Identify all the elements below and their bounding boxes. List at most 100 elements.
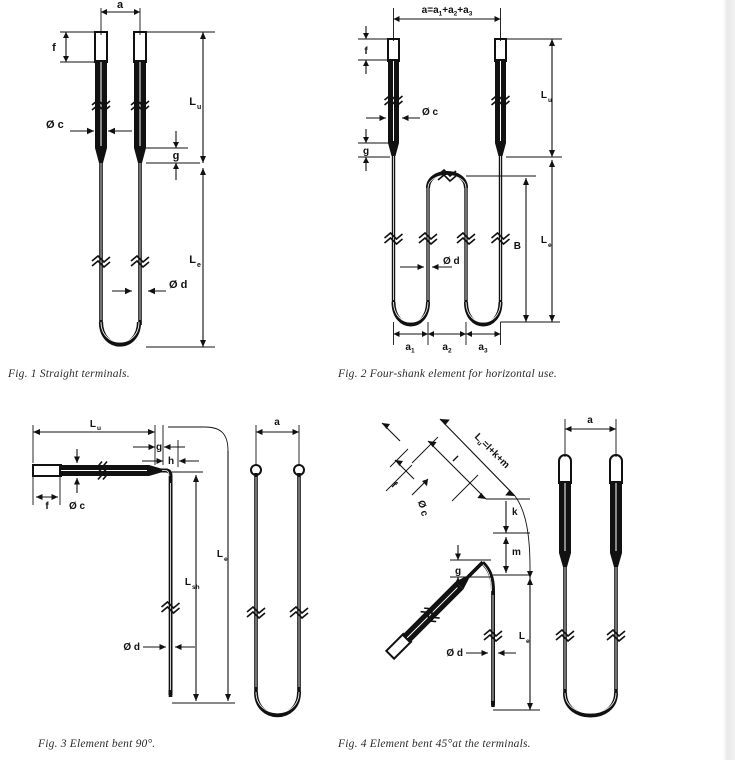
taper <box>95 148 107 163</box>
label-phi-c: Ø c <box>46 119 64 131</box>
label-h: h <box>168 456 174 467</box>
dimension-Le <box>200 168 206 347</box>
label-g: g <box>173 150 180 162</box>
label-Le-subscript: e <box>548 242 552 249</box>
taper <box>134 148 146 163</box>
label-Le: L <box>217 549 223 560</box>
label-phi-d: Ø d <box>443 256 460 267</box>
extension-curve <box>168 426 229 701</box>
dimension-m <box>503 537 509 573</box>
inclined-terminal-assembly <box>384 560 485 661</box>
figure-4-drawing: Lu=l+k+m l f Ø c <box>340 405 730 730</box>
dimension-a <box>256 429 299 435</box>
taper <box>149 465 161 476</box>
dimension-a1 <box>393 331 428 337</box>
dimension-Lu-formula <box>439 418 533 578</box>
label-f: f <box>364 46 368 57</box>
dimension-f <box>63 32 69 62</box>
dimension-g <box>173 131 179 180</box>
dimension-f <box>363 26 369 74</box>
dimension-a2 <box>428 331 466 337</box>
u-bend <box>391 301 430 327</box>
figure-1-caption: Fig. 1 Straight terminals. <box>8 368 130 380</box>
dimension-B <box>523 178 529 322</box>
taper <box>388 143 399 156</box>
label-Le: L <box>189 254 196 266</box>
u-bend <box>98 321 142 347</box>
dimension-Le <box>225 451 231 701</box>
label-Lu-subscript: u <box>197 104 201 111</box>
u-bend <box>563 692 618 718</box>
label-a: a <box>274 417 280 428</box>
figure-1-drawing: a f Ø c g <box>0 0 330 365</box>
dimension-Le <box>549 160 555 322</box>
terminal-cap <box>609 454 623 484</box>
taper <box>455 576 469 590</box>
u-bend <box>254 691 301 718</box>
label-phi-d: Ø d <box>446 648 463 659</box>
label-k: k <box>512 507 518 518</box>
label-a3: a3 <box>478 342 488 355</box>
label-l: l <box>450 454 460 464</box>
label-Lu-subscript: u <box>548 97 552 104</box>
dimension-h <box>142 458 199 464</box>
terminal-cap <box>494 38 507 62</box>
dimension-Lsh <box>193 475 199 701</box>
bend-45 <box>481 561 495 705</box>
dimension-phi-d <box>143 644 195 650</box>
taper <box>495 143 506 156</box>
dimension-a <box>565 426 616 432</box>
figure-3-drawing: L u g h f <box>0 405 340 730</box>
label-Le: L <box>541 235 547 246</box>
label-Le-subscript: e <box>224 556 228 563</box>
figure-2-caption: Fig. 2 Four-shank element for horizontal… <box>338 368 557 380</box>
terminal-cap <box>387 38 400 62</box>
terminal-cap <box>133 31 147 63</box>
dimension-g <box>133 444 185 450</box>
dimension-phi-c <box>366 115 420 121</box>
dimension-phi-c <box>70 127 132 135</box>
dimension-phi-d <box>466 650 516 656</box>
label-Lu: L <box>541 90 547 101</box>
dimension-a-total <box>393 16 501 22</box>
label-Lsh: L <box>185 577 191 588</box>
dimension-k <box>503 501 509 533</box>
label-phi-c: Ø c <box>69 501 86 512</box>
label-a1: a1 <box>405 342 415 355</box>
label-B: B <box>514 241 521 252</box>
dimension-l <box>427 440 487 500</box>
dimension-g <box>363 129 369 171</box>
dimension-g <box>455 545 461 592</box>
figure-3-caption: Fig. 3 Element bent 90°. <box>38 738 156 750</box>
label-Lsh-subscript: sh <box>192 584 200 591</box>
label-a: a <box>587 415 593 426</box>
dimension-Le <box>527 578 533 710</box>
label-f: f <box>389 480 400 491</box>
figure-2-drawing: a=a1+a2+a3 f Ø c g <box>340 0 640 365</box>
dimension-a3 <box>466 331 501 337</box>
taper <box>559 553 571 567</box>
dimension-Lu <box>33 429 155 435</box>
label-a: a <box>117 0 124 11</box>
figure-3-side-view: a <box>246 417 309 718</box>
dimension-phi-d <box>112 287 166 295</box>
label-Le-subscript: e <box>526 638 530 645</box>
figure-4-side-view: a <box>555 415 626 718</box>
label-phi-d: Ø d <box>123 642 140 653</box>
dimension-phi-c <box>74 449 80 493</box>
label-a-formula: a=a1+a2+a3 <box>422 5 473 18</box>
label-m: m <box>512 547 521 558</box>
dimension-Lu <box>549 39 555 157</box>
taper <box>610 553 622 567</box>
label-a2: a2 <box>442 342 452 355</box>
label-f: f <box>52 42 56 54</box>
label-f: f <box>45 501 49 512</box>
label-Lu-subscript: u <box>97 425 101 432</box>
dimension-f <box>36 494 58 500</box>
label-g: g <box>363 146 369 157</box>
label-Le-subscript: e <box>197 262 201 269</box>
u-bend <box>464 301 503 327</box>
dimension-Lu <box>200 32 206 163</box>
dimension-f <box>381 422 415 480</box>
